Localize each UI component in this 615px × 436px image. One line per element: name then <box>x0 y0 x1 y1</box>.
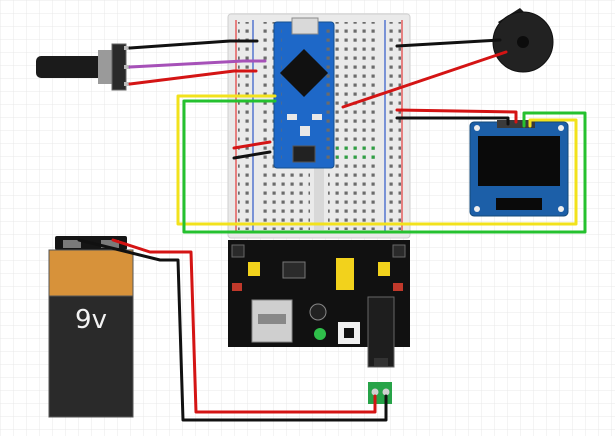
barrel-jack <box>367 296 395 368</box>
buzzer <box>492 8 554 73</box>
wire-yellow-sda <box>176 94 578 226</box>
wire-pot-purple <box>128 59 267 69</box>
voltage-regulator <box>309 303 327 321</box>
wires <box>77 38 587 422</box>
wire-green-scl <box>182 99 587 234</box>
battery-label: 9v <box>75 305 107 335</box>
power-led <box>314 328 326 340</box>
wire-buzzer-red <box>341 50 508 109</box>
icsp-header <box>292 145 316 163</box>
wire-short-red <box>232 140 272 150</box>
wire-oled-black <box>395 116 510 126</box>
wire-buzzer-black <box>395 38 502 48</box>
potentiometer <box>36 43 130 91</box>
battery-9v: 9v <box>48 236 134 418</box>
wire-oled-red <box>395 108 518 124</box>
usb-port <box>291 17 319 35</box>
arduino-nano <box>273 17 335 169</box>
oled-display <box>469 120 569 217</box>
wire-pot-red <box>128 69 258 86</box>
pot-knob <box>36 56 106 78</box>
microcontroller-chip <box>279 48 329 98</box>
power-module <box>228 240 410 404</box>
wire-battery-red <box>111 238 377 414</box>
wire-pot-black <box>128 39 259 50</box>
wire-battery-black <box>77 238 388 422</box>
wire-short-black <box>232 150 272 160</box>
